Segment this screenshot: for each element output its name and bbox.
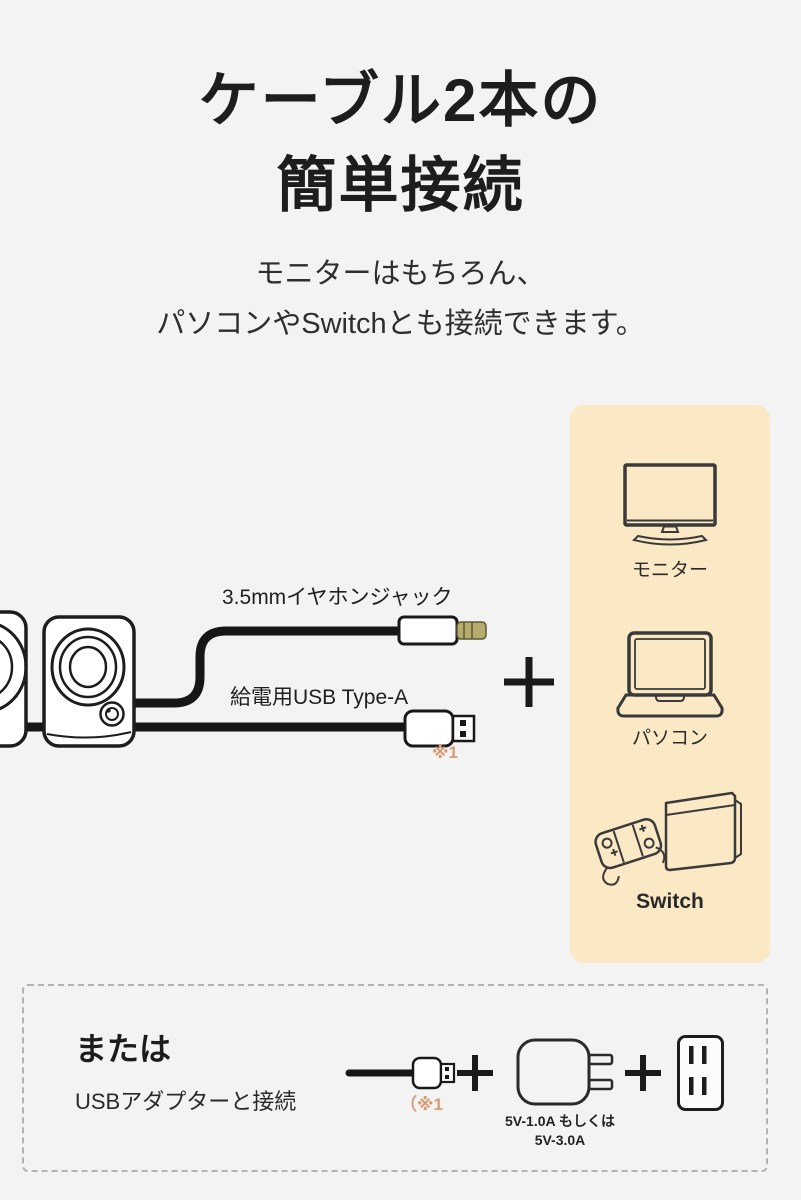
device-monitor-label: モニター [631,560,708,581]
switch-icon [593,791,742,886]
page-title-line1: ケーブル2本の [198,67,603,134]
plus-icon [504,657,554,707]
adapter-spec-line2: 5V-3.0A [534,1131,586,1148]
usb-adapter-section [22,984,768,1172]
earphone-cable-line [116,626,404,708]
adapter-spec-line1: 5V-1.0A もしくは [505,1113,615,1129]
device-monitor: モニター [570,462,770,582]
right-speaker-icon [42,615,136,748]
page-title-line2: 簡単接続 [276,152,525,220]
monitor-icon [623,463,717,546]
alt-cable-footnote: （※1 [400,1095,443,1114]
earphone-cable-label: 3.5mmイヤホンジャック [222,586,453,609]
wall-outlet-icon [677,1035,724,1111]
plus-icon [457,1055,493,1091]
device-laptop: パソコン [570,631,770,750]
page-subtitle-line2: パソコンやSwitchとも接続できます。 [156,307,645,340]
usb-cable-icon [345,1056,456,1090]
usb-power-adapter-icon [516,1038,614,1106]
device-laptop-label: パソコン [631,728,708,749]
device-switch-label: Switch [636,890,704,913]
usb-plug-icon [403,709,476,748]
page-subtitle-line1: モニターはもちろん、 [255,258,546,290]
page-title: ケーブル2本の 簡単接続 [0,58,801,228]
earphone-plug-icon [397,615,487,646]
device-switch: Switch [570,788,770,914]
alt-description: USBアダプターと接続 [75,1089,297,1114]
alt-heading: または [75,1031,172,1067]
plus-icon [625,1055,661,1091]
left-speaker-icon [0,610,28,748]
adapter-spec: 5V-1.0A もしくは 5V-3.0A [494,1112,626,1150]
speakers-cables-illustration [0,610,487,748]
laptop-icon [616,631,724,718]
page-subtitle: モニターはもちろん、 パソコンやSwitchとも接続できます。 [0,250,801,350]
compatible-devices-panel: モニター パソコン [570,405,770,963]
usb-cable-label: 給電用USB Type-A [230,686,409,709]
usb-footnote: ※1 [432,743,458,762]
